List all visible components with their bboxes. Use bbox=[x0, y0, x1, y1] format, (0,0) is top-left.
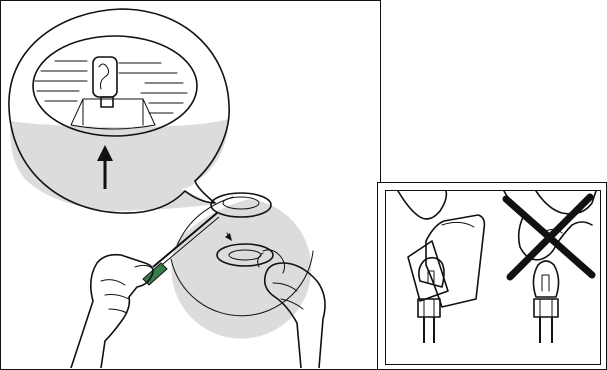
bulb-handling-drawing bbox=[386, 191, 600, 364]
correct-bulb-handling-icon bbox=[398, 191, 484, 343]
lamp-removal-illustration bbox=[0, 0, 381, 370]
bulb-handling-frame bbox=[385, 190, 601, 365]
lamp-removal-drawing bbox=[1, 1, 379, 368]
magnifier-bubble-icon bbox=[9, 9, 230, 213]
bulb-handling-illustration bbox=[377, 182, 607, 370]
